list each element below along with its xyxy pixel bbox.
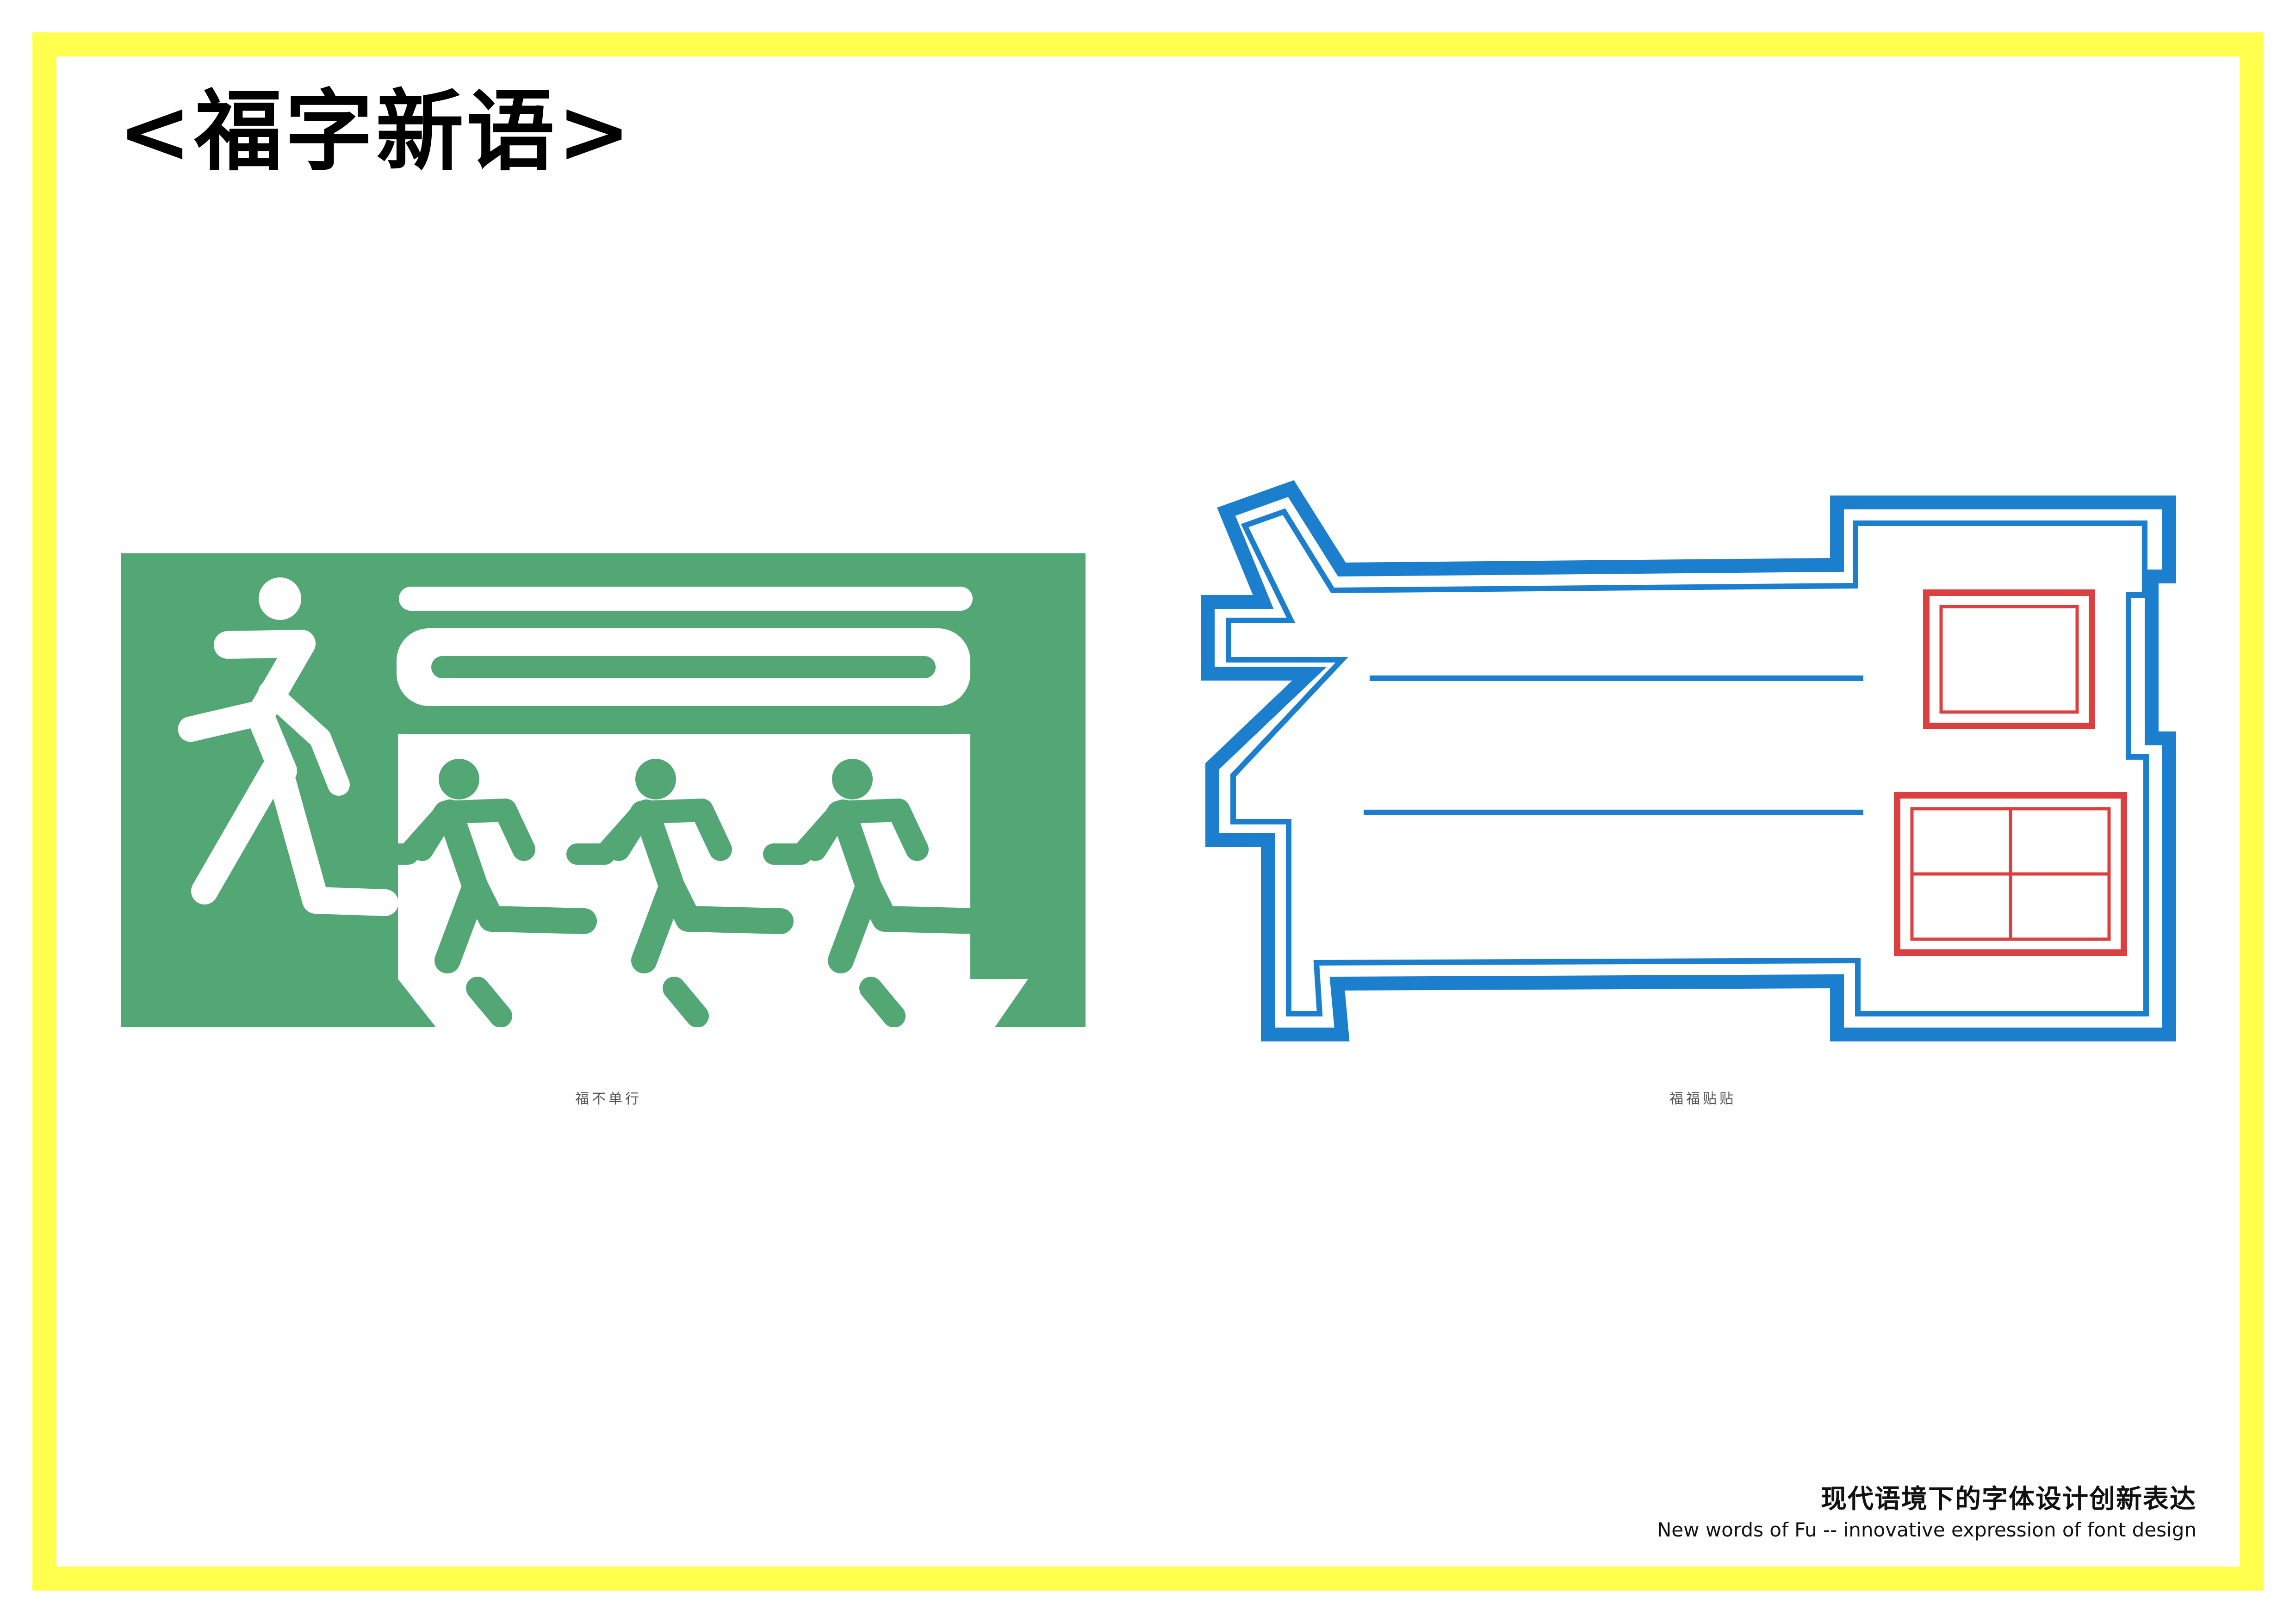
fu-lower-panel: [398, 734, 970, 979]
artwork-fu-sticker: [1201, 480, 2176, 1041]
footer-title-en: New words of Fu -- innovative expression…: [1657, 1518, 2197, 1541]
fu-top-bar: [399, 587, 973, 611]
artwork-fu-running: [121, 553, 1086, 1027]
running-figure-icon: [370, 759, 597, 1027]
running-figure-icon: [566, 759, 794, 1027]
page-title: <福字新语>: [118, 81, 634, 183]
yellow-frame: [32, 32, 2264, 1591]
fu-outline: [1201, 480, 2176, 1041]
running-figure-icon: [763, 759, 990, 1027]
fu-red-boxes: [1894, 589, 2127, 956]
caption-right: 福福贴贴: [1669, 1091, 1736, 1107]
footer-title-cn: 现代语境下的字体设计创新表达: [1821, 1484, 2197, 1514]
caption-left: 福不单行: [575, 1091, 642, 1107]
walking-figure-icon: [178, 577, 398, 916]
